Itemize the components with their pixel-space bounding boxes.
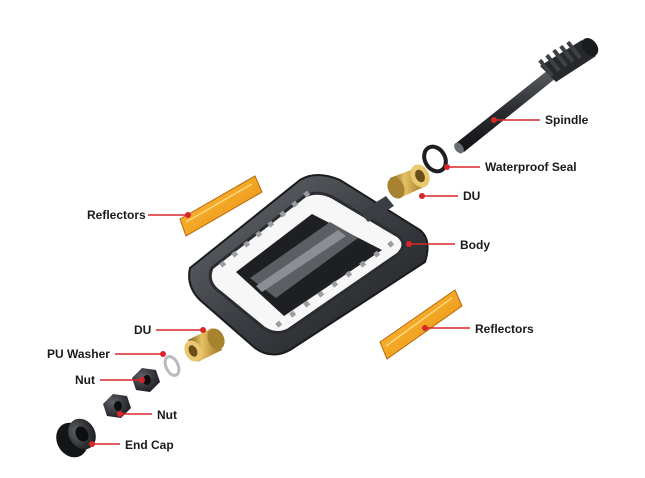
callout-du-bottom: DU	[134, 323, 206, 337]
label-waterproof-seal: Waterproof Seal	[485, 160, 577, 174]
callout-body: Body	[406, 238, 490, 252]
label-reflectors-left: Reflectors	[87, 208, 146, 222]
label-du-bottom: DU	[134, 323, 151, 337]
du-top-part	[387, 164, 430, 199]
du-bottom-part	[184, 328, 225, 362]
reflector-right-part	[379, 289, 463, 360]
callout-end-cap: End Cap	[89, 438, 174, 452]
callout-reflectors-right: Reflectors	[422, 322, 534, 336]
label-pu-washer: PU Washer	[47, 347, 110, 361]
callout-spindle: Spindle	[491, 113, 589, 127]
label-end-cap: End Cap	[125, 438, 174, 452]
label-spindle: Spindle	[545, 113, 589, 127]
end-cap-part	[56, 418, 96, 458]
label-du-top: DU	[463, 189, 480, 203]
callout-pu-washer: PU Washer	[47, 347, 166, 361]
label-nut-2: Nut	[157, 408, 177, 422]
reflector-left-part	[179, 175, 263, 237]
callout-nut-2: Nut	[117, 408, 177, 422]
label-nut-1: Nut	[75, 373, 95, 387]
pu-washer-part	[163, 355, 181, 377]
label-reflectors-right: Reflectors	[475, 322, 534, 336]
spindle-part	[454, 38, 599, 154]
nut-1-part	[132, 368, 160, 392]
label-body: Body	[460, 238, 490, 252]
pedal-body-part	[188, 174, 429, 356]
callout-du-top: DU	[419, 189, 480, 203]
callout-reflectors-left: Reflectors	[87, 208, 191, 222]
nut-2-part	[103, 394, 131, 418]
waterproof-seal-part	[422, 144, 448, 174]
callout-nut-1: Nut	[75, 373, 145, 387]
callout-waterproof-seal: Waterproof Seal	[444, 160, 577, 174]
